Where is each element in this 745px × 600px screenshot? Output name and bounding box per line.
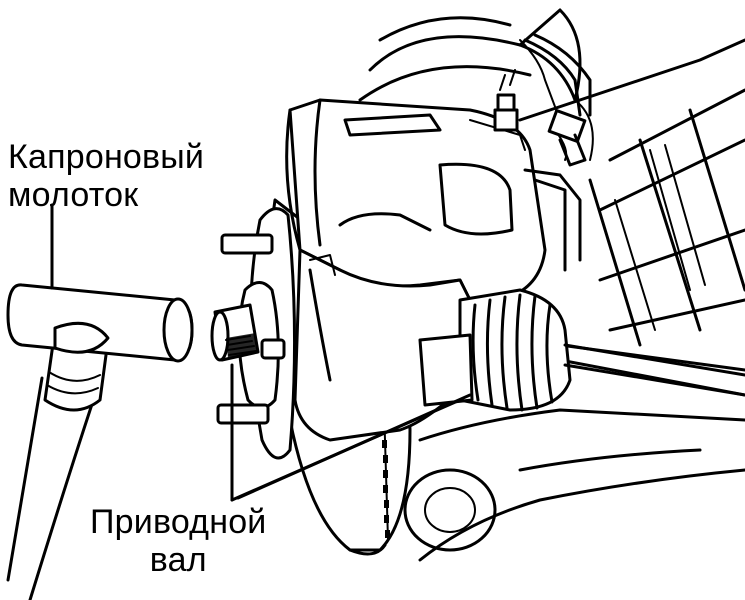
control-arm (403, 343, 745, 562)
nylon-hammer (6, 283, 194, 600)
strut-spring (358, 8, 594, 161)
wheel-stud-middle (260, 338, 286, 360)
wheel-stud-lower (216, 403, 270, 425)
cv-boot (418, 288, 572, 412)
radiator-grid (518, 38, 745, 347)
hammer-label: Капроновый молоток (8, 138, 204, 214)
hammer-label-line2: молоток (8, 176, 139, 214)
drive-shaft-label: Приводной вал (90, 503, 267, 579)
drive-shaft-end (210, 303, 260, 362)
wheel-hub (216, 207, 297, 460)
brake-hose (499, 33, 592, 167)
shaft-label-line1: Приводной (90, 503, 267, 541)
hammer-label-line1: Капроновый (8, 138, 205, 176)
shaft-label-line2: вал (149, 541, 207, 579)
leader-lines (50, 203, 472, 502)
drive-shaft-axle (563, 343, 745, 397)
wheel-stud-upper (220, 233, 274, 255)
